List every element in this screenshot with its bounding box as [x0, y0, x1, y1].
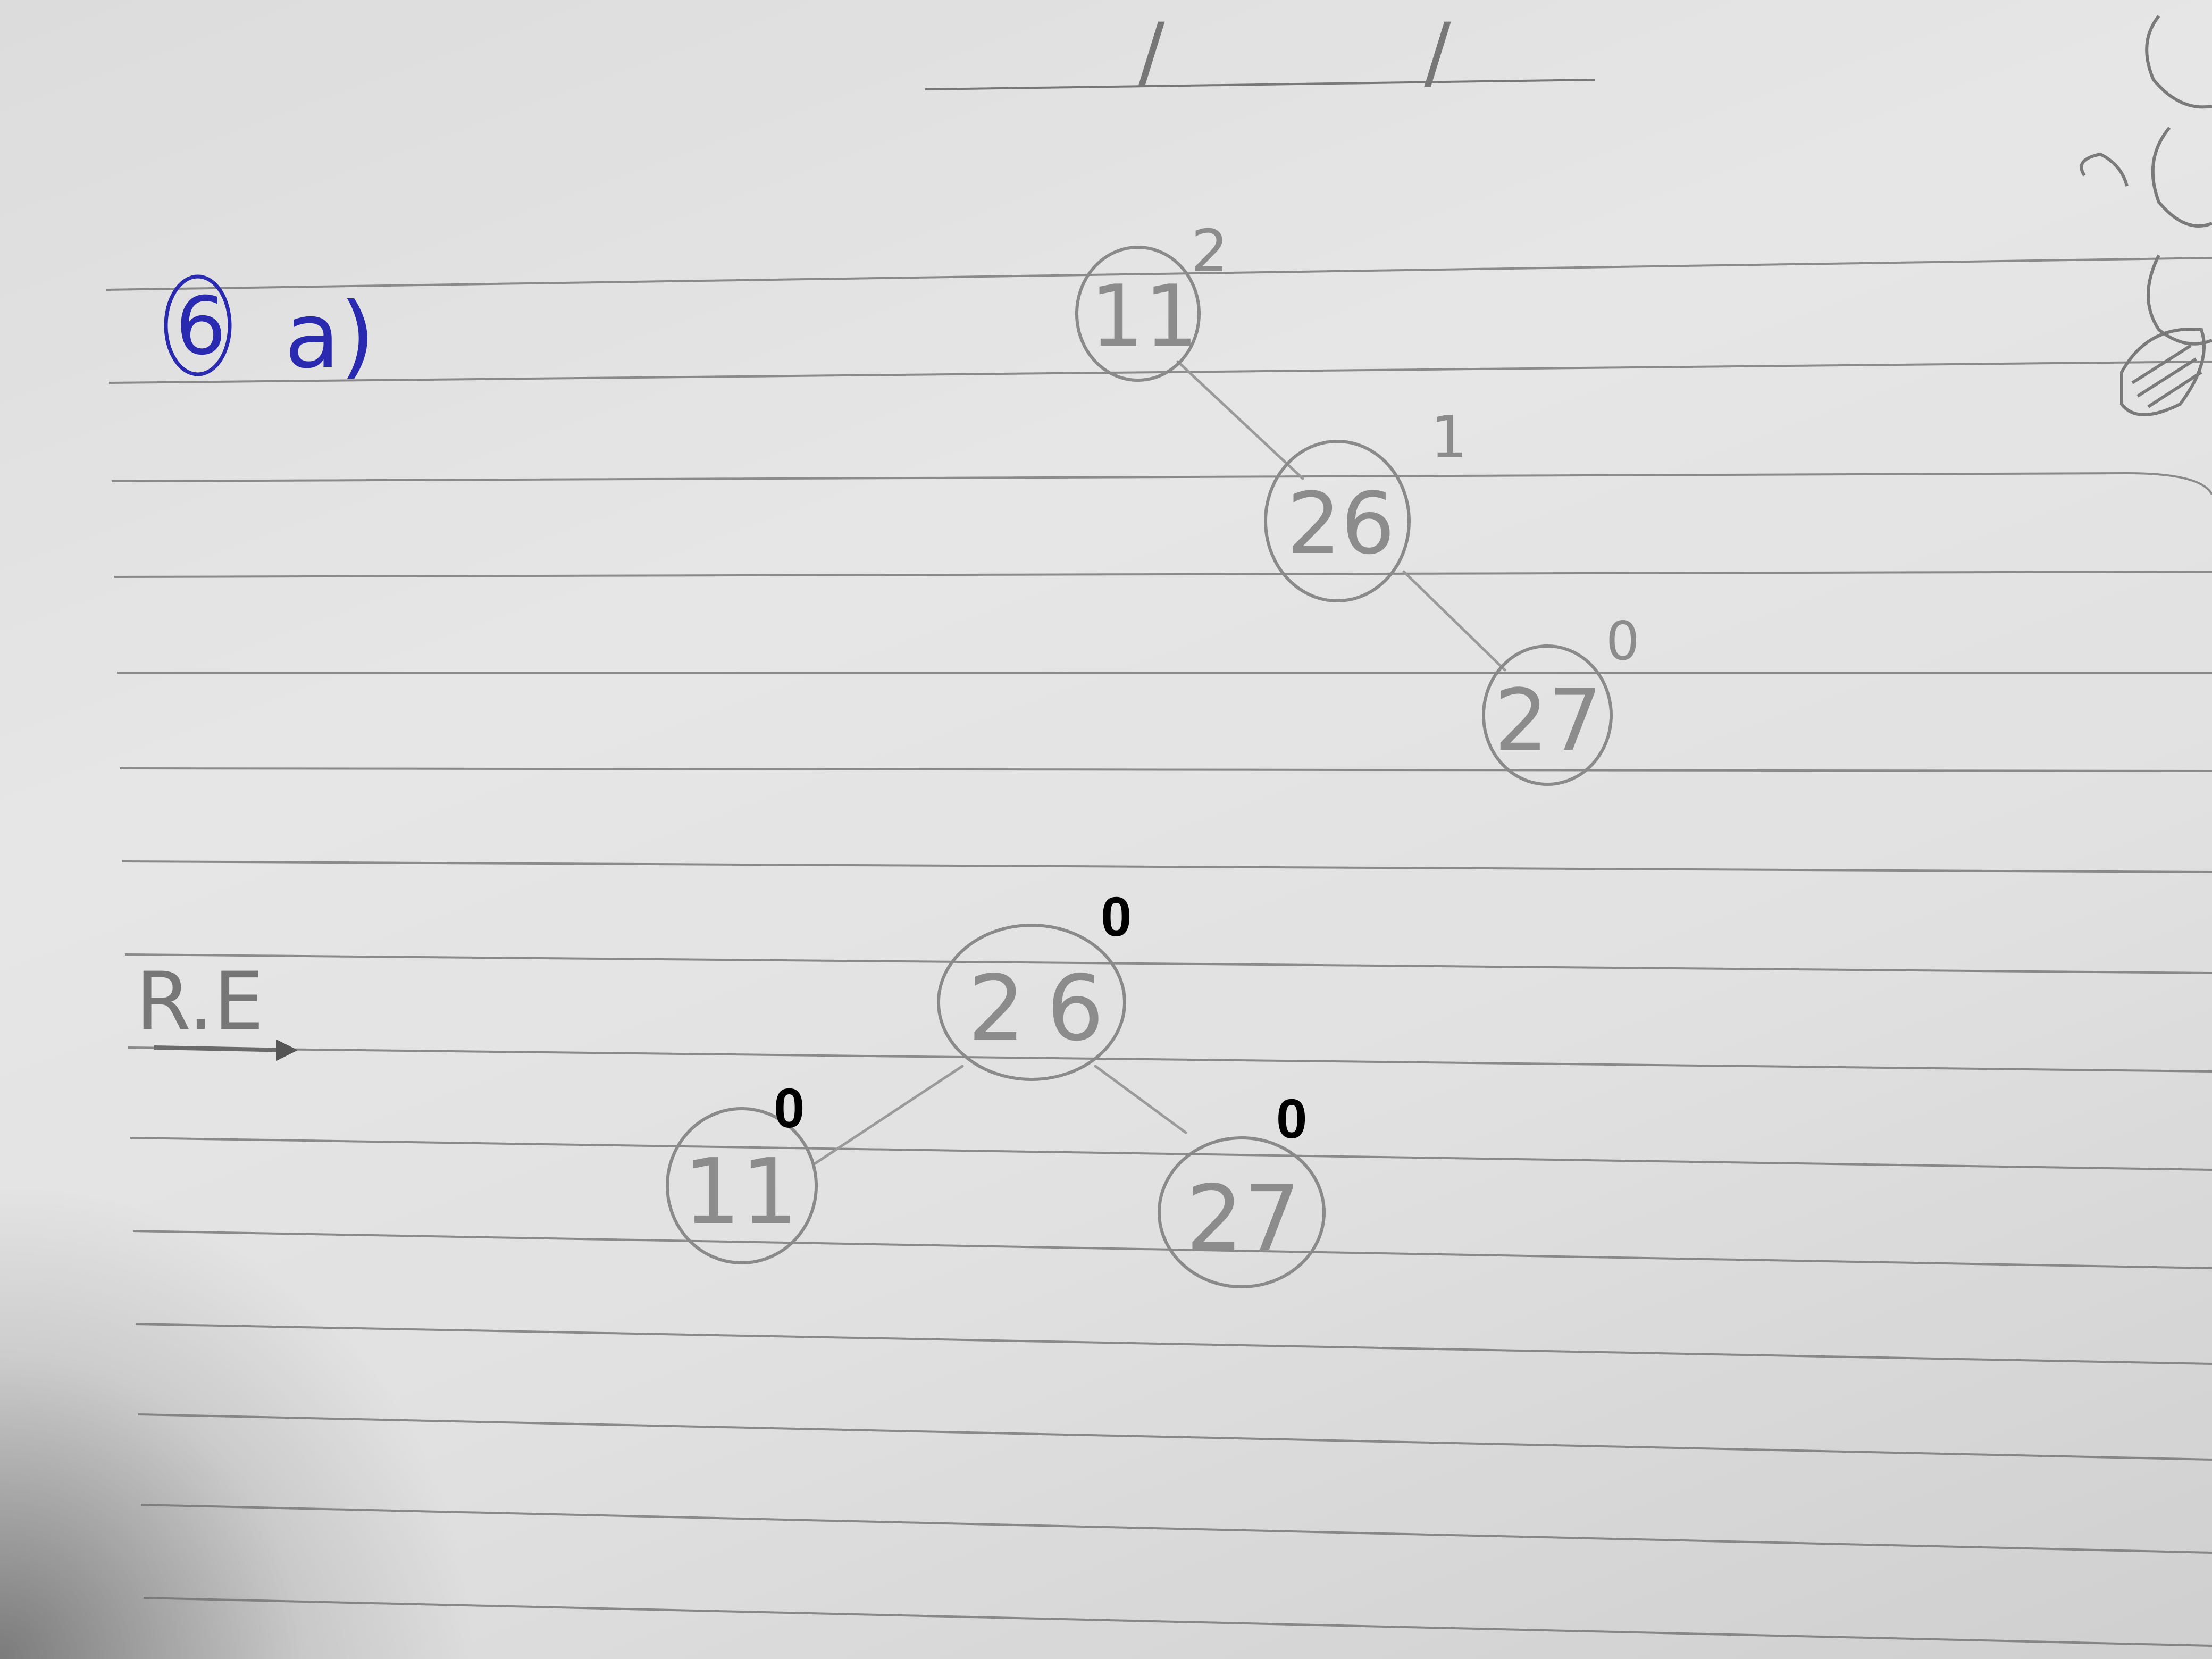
- cartoon-doodle-icon: [2080, 15, 2212, 416]
- node-26-balance: 1: [1430, 403, 1468, 471]
- rotation-label: R.E: [136, 956, 264, 1048]
- node-11-balance: 2: [1191, 217, 1228, 285]
- node-26-value: 26: [1287, 474, 1395, 573]
- node-26-circle: [1264, 440, 1411, 602]
- edge-26-27-after: [1094, 1065, 1187, 1134]
- root-26-circle: [937, 924, 1126, 1081]
- node-27-balance: 0: [1606, 610, 1640, 672]
- left-11-value: 11: [683, 1139, 798, 1245]
- exercise-label: a): [284, 283, 375, 389]
- arrow-icon: [276, 1040, 298, 1061]
- exercise-number-circle: [164, 274, 232, 376]
- exercise-number: 6: [175, 280, 226, 373]
- tree-before: 11 2 26 1 27 0: [1075, 217, 1640, 786]
- date-slashes: / /: [1138, 6, 1568, 99]
- right-27-balance: 0: [1276, 1088, 1307, 1150]
- root-26-balance: 0: [1101, 886, 1132, 948]
- node-27-circle: [1482, 644, 1613, 786]
- rotation-label-group: R.E: [136, 956, 298, 1061]
- right-27-circle: [1158, 1136, 1326, 1288]
- node-11-circle: [1075, 246, 1201, 382]
- rotation-underline: [154, 1045, 293, 1052]
- date-field: / /: [925, 6, 1596, 99]
- node-11-value: 11: [1090, 266, 1199, 366]
- exercise-heading: 6 a): [164, 274, 375, 389]
- edge-11-26: [1176, 360, 1304, 480]
- tree-after: 26 11 27 0 0 0: [666, 886, 1326, 1288]
- left-11-circle: [666, 1107, 818, 1264]
- right-27-value: 27: [1186, 1166, 1301, 1271]
- ruled-lines: [106, 257, 2212, 1647]
- edge-26-27: [1402, 570, 1506, 672]
- node-27-value: 27: [1494, 671, 1603, 770]
- left-11-balance: 0: [774, 1077, 805, 1139]
- edge-26-11: [812, 1065, 964, 1166]
- root-26-value: 26: [968, 956, 1125, 1061]
